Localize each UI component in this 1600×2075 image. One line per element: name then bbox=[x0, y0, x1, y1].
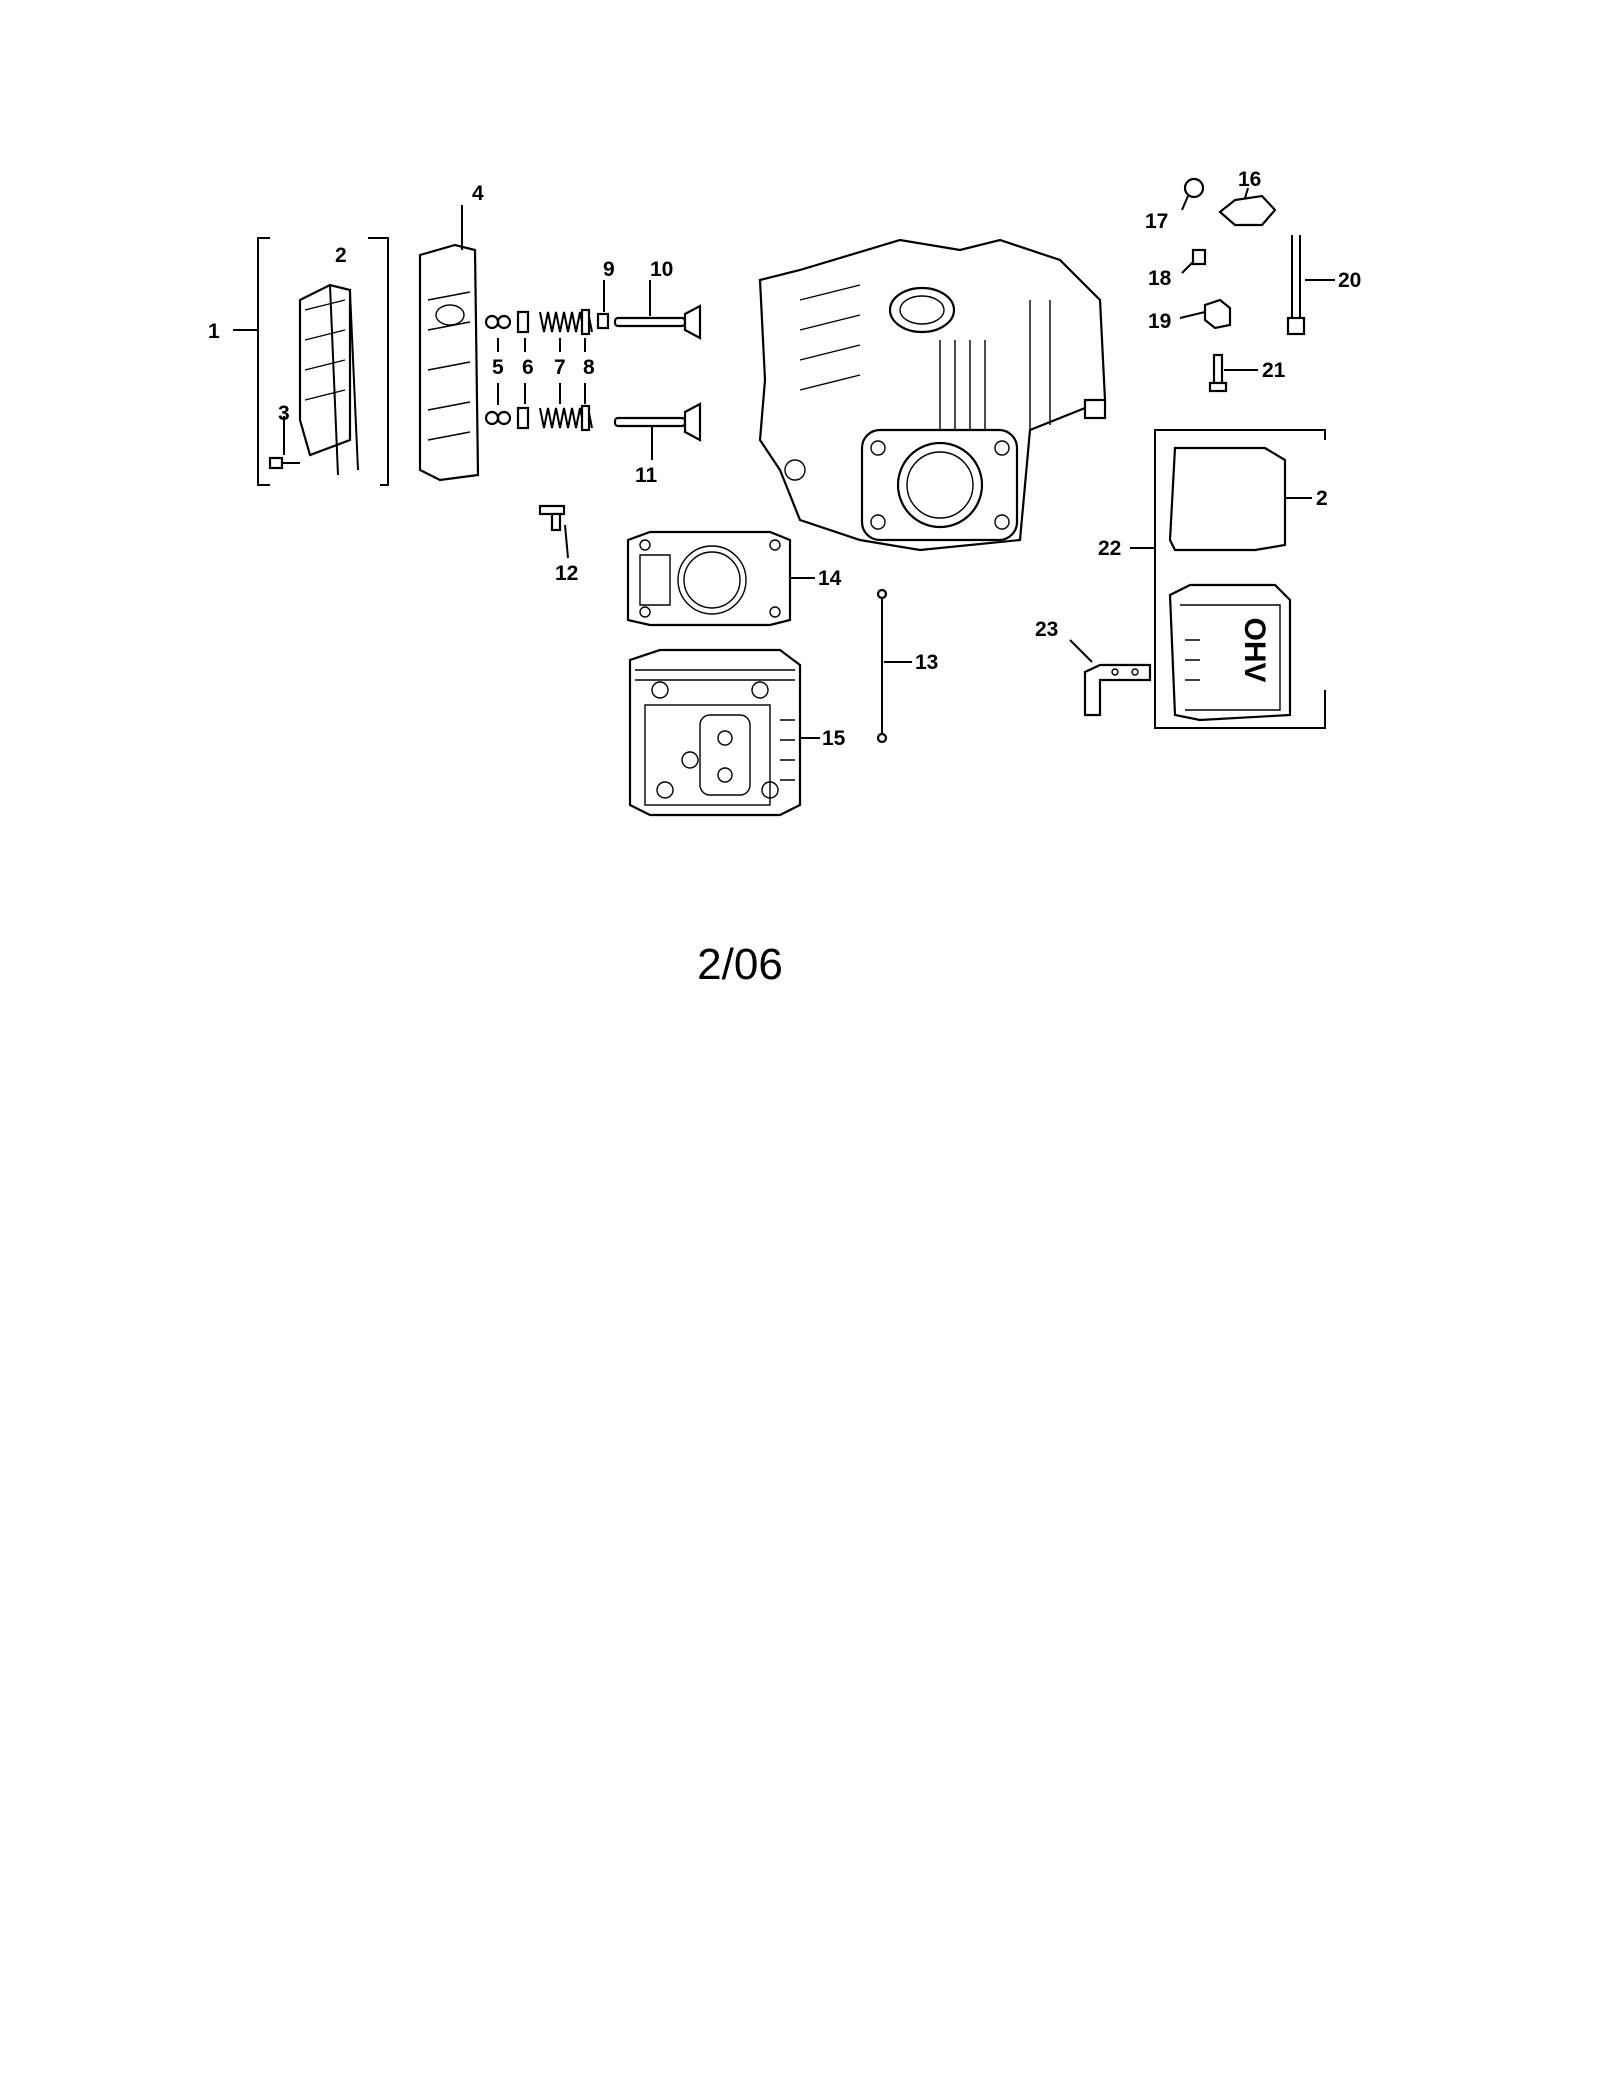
group-1-bracket bbox=[233, 237, 389, 486]
valve-11-part bbox=[613, 402, 702, 460]
callout-6: 6 bbox=[522, 356, 534, 379]
callout-labels: 1 2 3 4 5 6 7 8 9 10 11 12 13 14 15 16 1… bbox=[208, 168, 1361, 750]
push-rod-13-part bbox=[876, 588, 912, 744]
date-code: 2/06 bbox=[697, 940, 783, 989]
callout-18: 18 bbox=[1148, 267, 1172, 290]
exploded-parts-diagram: OHV 1 2 3 4 5 6 7 8 9 10 11 12 13 14 15 … bbox=[208, 168, 1361, 817]
pivot-19-part bbox=[1179, 298, 1232, 330]
stud-20-part bbox=[1286, 235, 1335, 336]
callout-1: 1 bbox=[208, 320, 220, 343]
retainers-6-part bbox=[516, 310, 530, 430]
spring-18-part bbox=[1181, 248, 1207, 274]
callout-19: 19 bbox=[1148, 310, 1171, 333]
gasket-2-part bbox=[329, 284, 359, 476]
callout-22: 22 bbox=[1098, 537, 1121, 560]
head-gasket-14-part bbox=[626, 530, 815, 627]
callout-21: 21 bbox=[1262, 359, 1286, 382]
callout-3: 3 bbox=[278, 402, 290, 425]
bracket-23-part bbox=[1069, 639, 1152, 717]
valve-keepers-5-part bbox=[484, 314, 512, 426]
callout-8: 8 bbox=[583, 356, 595, 379]
callout-5: 5 bbox=[492, 356, 504, 379]
cylinder-head-15-part bbox=[628, 648, 820, 817]
callout-17: 17 bbox=[1145, 210, 1168, 233]
callout-15: 15 bbox=[822, 727, 846, 750]
callout-16: 16 bbox=[1238, 168, 1261, 191]
callout-23: 23 bbox=[1035, 618, 1058, 641]
nut-17-part bbox=[1181, 177, 1205, 211]
callout-20: 20 bbox=[1338, 269, 1361, 292]
callout-12: 12 bbox=[555, 562, 578, 585]
callout-4: 4 bbox=[472, 182, 484, 205]
valve-cover-part: OHV bbox=[1168, 583, 1292, 722]
callout-13: 13 bbox=[915, 651, 938, 674]
valve-10-part bbox=[613, 280, 702, 340]
seals-8-part bbox=[580, 308, 591, 432]
head-plate-4-part bbox=[418, 205, 480, 482]
callout-10: 10 bbox=[650, 258, 673, 281]
bolt-3-part bbox=[268, 416, 300, 470]
valve-cap-9-part bbox=[596, 280, 610, 330]
callout-11: 11 bbox=[635, 464, 658, 487]
rocker-arm-16-part bbox=[1218, 187, 1277, 227]
screw-21-part bbox=[1208, 353, 1258, 393]
engine-block-part bbox=[758, 238, 1107, 552]
rocker-cover-part bbox=[298, 283, 352, 457]
callout-7: 7 bbox=[554, 356, 566, 379]
pin-12-part bbox=[538, 504, 569, 559]
cover-emboss-text: OHV bbox=[1238, 617, 1271, 682]
group-22-bracket bbox=[1130, 429, 1326, 729]
gasket-2b-part bbox=[1168, 446, 1312, 552]
callout-2b: 2 bbox=[1316, 487, 1328, 510]
callout-9: 9 bbox=[603, 258, 615, 281]
callout-2: 2 bbox=[335, 244, 347, 267]
callout-14: 14 bbox=[818, 567, 842, 590]
